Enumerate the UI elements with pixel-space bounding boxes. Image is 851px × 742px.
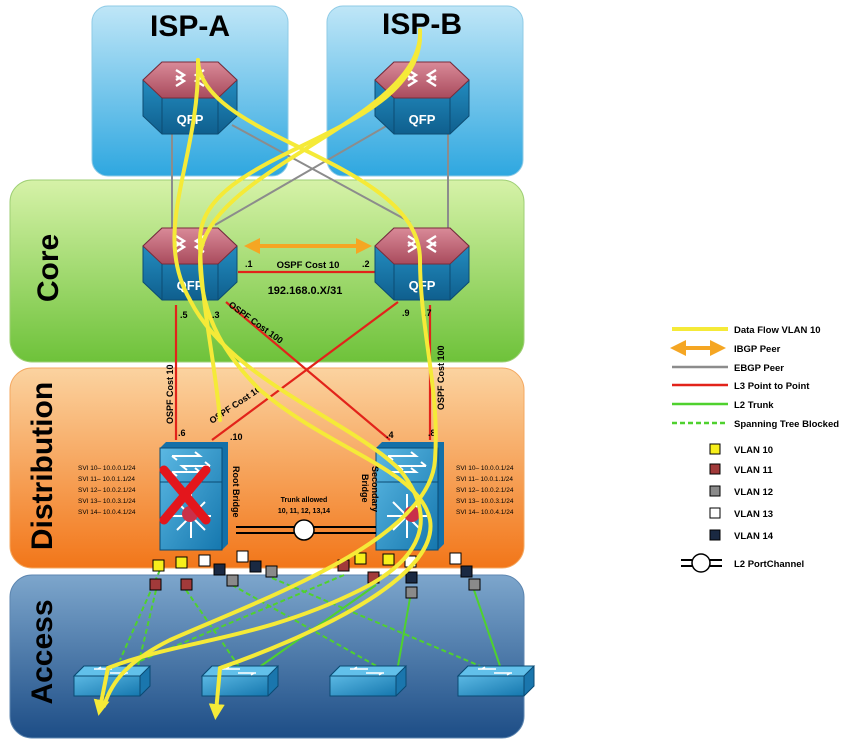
legend-swatch-vlan10 bbox=[709, 443, 721, 455]
root-bridge-switch-icon bbox=[159, 441, 229, 551]
trunk-vlans-label: 10, 11, 12, 13,14 bbox=[278, 508, 330, 515]
d1-diag-ip: .10 bbox=[230, 432, 243, 442]
legend-label-stp-blocked: Spanning Tree Blocked bbox=[734, 419, 839, 430]
svg-text:SVI 10– 10.0.0.1/24: SVI 10– 10.0.0.1/24 bbox=[456, 465, 514, 472]
svg-text:SVI 13– 10.0.3.1/24: SVI 13– 10.0.3.1/24 bbox=[456, 498, 514, 505]
d2-up-cost: OSPF Cost 100 bbox=[436, 345, 446, 410]
core-link-cost: OSPF Cost 10 bbox=[277, 260, 340, 271]
svg-text:Bridge: Bridge bbox=[360, 474, 370, 503]
legend-label-vlan12: VLAN 12 bbox=[734, 487, 773, 498]
access-label: Access bbox=[26, 599, 59, 704]
vlan-port-boxes bbox=[149, 550, 481, 599]
d2-diag-ip: .4 bbox=[386, 430, 394, 440]
root-bridge-label: Root Bridge bbox=[231, 466, 241, 518]
core-router-1-icon: QFP bbox=[141, 226, 239, 302]
access-switch-4-icon bbox=[457, 665, 535, 697]
legend-swatch-vlan11 bbox=[709, 463, 721, 475]
svg-text:SVI 12– 10.0.2.1/24: SVI 12– 10.0.2.1/24 bbox=[78, 487, 136, 494]
svg-text:SVI 11– 10.0.1.1/24: SVI 11– 10.0.1.1/24 bbox=[456, 476, 513, 483]
svg-text:QFP: QFP bbox=[177, 112, 204, 127]
access-switch-3-icon bbox=[329, 665, 407, 697]
d2-up-ip: .8 bbox=[428, 428, 436, 438]
legend-label-l3: L3 Point to Point bbox=[734, 381, 810, 392]
legend-swatch-vlan12 bbox=[709, 485, 721, 497]
legend-label-ibgp: IBGP Peer bbox=[734, 344, 781, 355]
svg-text:SVI 14– 10.0.4.1/24: SVI 14– 10.0.4.1/24 bbox=[456, 509, 514, 516]
d1-up-cost: OSPF Cost 10 bbox=[165, 364, 175, 424]
isp-a-router-icon: QFP bbox=[141, 60, 239, 136]
legend: Data Flow VLAN 10 IBGP Peer EBGP Peer L3… bbox=[670, 325, 839, 573]
isp-b-label: ISP-B bbox=[382, 8, 462, 41]
failed-switch-x-icon bbox=[159, 465, 211, 525]
c2-diag-ip: .9 bbox=[402, 308, 410, 318]
distribution-label: Distribution bbox=[26, 382, 59, 550]
core-link-subnet: 192.168.0.X/31 bbox=[268, 285, 343, 297]
legend-label-vlan11: VLAN 11 bbox=[734, 465, 773, 476]
svi-list-left: SVI 10– 10.0.0.1/24 SVI 11– 10.0.1.1/24 … bbox=[78, 465, 136, 516]
svg-text:SVI 14– 10.0.4.1/24: SVI 14– 10.0.4.1/24 bbox=[78, 509, 136, 516]
isp-a-label: ISP-A bbox=[150, 10, 230, 43]
svg-text:QFP: QFP bbox=[409, 112, 436, 127]
legend-label-portchannel: L2 PortChannel bbox=[734, 559, 804, 570]
legend-label-ebgp: EBGP Peer bbox=[734, 363, 784, 374]
svg-text:SVI 13– 10.0.3.1/24: SVI 13– 10.0.3.1/24 bbox=[78, 498, 136, 505]
core-link-left-ip: .1 bbox=[245, 259, 253, 269]
c2-down-ip: .7 bbox=[424, 308, 432, 318]
isp-b-router-icon: QFP bbox=[373, 60, 471, 136]
secondary-bridge-label: Secondary Bridge bbox=[360, 466, 380, 512]
svg-text:SVI 11– 10.0.1.1/24: SVI 11– 10.0.1.1/24 bbox=[78, 476, 135, 483]
core-label: Core bbox=[32, 234, 65, 302]
legend-label-vlan13: VLAN 13 bbox=[734, 509, 773, 520]
access-switch-2-icon bbox=[201, 665, 279, 697]
legend-label-vlan14: VLAN 14 bbox=[734, 531, 774, 542]
svg-text:Secondary: Secondary bbox=[370, 466, 380, 512]
legend-label-vlan10: VLAN 10 bbox=[734, 445, 773, 456]
ebgp-links bbox=[171, 118, 449, 228]
core-link-right-ip: .2 bbox=[362, 259, 370, 269]
legend-label-l2-trunk: L2 Trunk bbox=[734, 400, 774, 411]
c1-diag-ip: .3 bbox=[212, 310, 220, 320]
svi-list-right: SVI 10– 10.0.0.1/24 SVI 11– 10.0.1.1/24 … bbox=[456, 465, 514, 516]
portchannel-icon bbox=[293, 519, 315, 541]
legend-swatch-vlan14 bbox=[709, 529, 721, 541]
c1-down-ip: .5 bbox=[180, 310, 188, 320]
trunk-allowed-label: Trunk allowed bbox=[281, 497, 328, 504]
legend-swatch-vlan13 bbox=[709, 507, 721, 519]
d1-up-ip: .6 bbox=[178, 428, 186, 438]
legend-label-data-flow: Data Flow VLAN 10 bbox=[734, 325, 821, 336]
svg-text:SVI 12– 10.0.2.1/24: SVI 12– 10.0.2.1/24 bbox=[456, 487, 514, 494]
svg-text:SVI 10– 10.0.0.1/24: SVI 10– 10.0.0.1/24 bbox=[78, 465, 136, 472]
legend-swatch-portchannel bbox=[681, 553, 722, 573]
data-flow-vlan10 bbox=[93, 28, 438, 720]
